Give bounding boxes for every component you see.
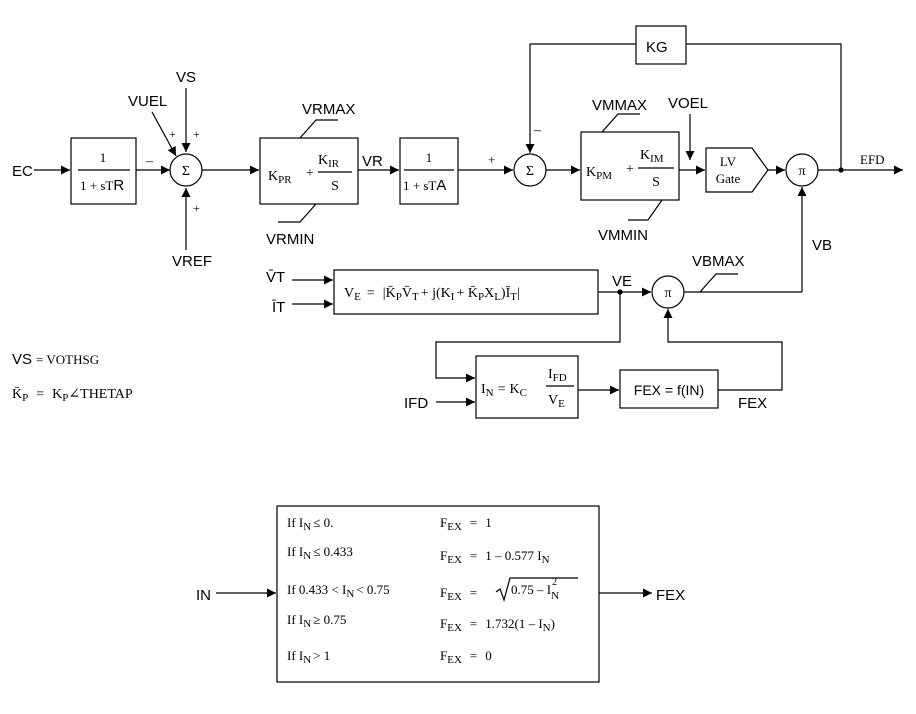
amplifier-lag-block: 1 1 + sTA <box>399 137 459 205</box>
kg-output-wire <box>525 43 636 153</box>
row3-formula-radicand: 0.75 – IN2 <box>511 577 559 602</box>
table-row-5: If IN> 1 FEX=0 <box>287 648 492 666</box>
in-denominator: VE <box>548 393 565 410</box>
vbmax-label: VBMAX <box>692 253 745 270</box>
row4-condition: If IN≥ 0.75 <box>287 612 346 630</box>
vmmax-label: VMMAX <box>592 97 647 114</box>
table-row-3: If 0.433 < IN< 0.75 FEX= 0.75 – IN2 <box>287 577 578 603</box>
vr-label: VR <box>362 153 383 170</box>
row3-sqrt-sign <box>495 577 578 602</box>
kir-term: KIR <box>318 153 340 170</box>
multiplier-efd-symbol: π <box>798 164 805 179</box>
kg-label: KG <box>646 39 668 56</box>
row3-formula-lhs: FEX= <box>440 585 477 603</box>
sum1-vuel-plus: + <box>169 127 176 141</box>
fex-table: If IN≤ 0. FEX=1 If IN≤ 0.433 FEX=1 – 0.5… <box>276 505 600 683</box>
table-in-label: IN <box>196 587 211 604</box>
lv-gate-block: LV Gate <box>705 147 769 193</box>
table-row-2: If IN≤ 0.433 FEX=1 – 0.577 IN <box>287 544 550 566</box>
row2-formula: FEX=1 – 0.577 IN <box>440 548 550 566</box>
vb-label: VB <box>812 237 832 254</box>
transducer-denominator: 1 + sTR <box>80 177 124 194</box>
vs-note: VS= VOTHSG <box>12 351 99 368</box>
kp-note: K̄P=KP∠THETAP <box>12 386 133 404</box>
multiplier-efd: π <box>785 153 819 187</box>
sum1-vs-plus: + <box>193 127 200 141</box>
multiplier-vb-symbol: π <box>664 286 671 301</box>
row5-formula: FEX=0 <box>440 648 492 666</box>
vrmin-label: VRMIN <box>266 231 314 248</box>
vuel-label: VUEL <box>128 93 167 110</box>
pm-reg-denominator: S <box>652 175 660 190</box>
table-row-4: If IN≥ 0.75 FEX=1.732(1 – IN) <box>287 612 555 634</box>
sum2-plus-sign: + <box>488 152 495 167</box>
ve-computation-block: VE=|K̄PV̄T+ j(KI+ K̄PXL)ĪT| <box>333 269 599 315</box>
efd-label: EFD <box>860 152 885 167</box>
vuel-wire <box>151 111 177 157</box>
lv-gate-line2: Gate <box>716 171 741 186</box>
sum2-feedback-minus: – <box>533 123 542 138</box>
in-lhs: IN=KC <box>481 382 527 399</box>
row3-condition: If 0.433 < IN< 0.75 <box>287 582 390 600</box>
ifd-label: IFD <box>404 395 428 412</box>
sum1-minus-sign: – <box>145 154 154 169</box>
kg-input-wire <box>686 43 842 170</box>
ve-to-in-wire <box>435 292 621 383</box>
summing-junction-2: Σ <box>513 153 547 187</box>
pi-reg-plus: + <box>306 166 314 181</box>
vbmax-limit-mark <box>699 273 738 293</box>
vs-label: VS <box>176 69 196 86</box>
vmmax-limit-mark <box>601 113 640 133</box>
kg-feedback-block: KG <box>635 25 687 65</box>
fex-output-label: FEX <box>738 395 767 412</box>
vref-label: VREF <box>172 253 212 270</box>
in-numerator: IFD <box>548 367 567 384</box>
transducer-block: 1 1 + sTR <box>70 137 137 205</box>
table-row-1: If IN≤ 0. FEX=1 <box>287 515 492 533</box>
transducer-numerator: 1 <box>100 150 107 165</box>
it-label: ĪT <box>272 299 285 316</box>
efd-junction-dot <box>838 167 844 173</box>
lag-numerator: 1 <box>426 150 433 165</box>
sum1-vref-plus: + <box>193 201 200 215</box>
pm-reg-plus: + <box>626 162 634 177</box>
lag-denominator: 1 + sTA <box>403 177 446 194</box>
vrmax-limit-mark <box>299 119 338 139</box>
lv-gate-line1: LV <box>720 154 737 169</box>
pi-reg-denominator: S <box>331 179 339 194</box>
voel-label: VOEL <box>668 95 708 112</box>
multiplier-vb: π <box>651 275 685 309</box>
ec-label: EC <box>12 163 33 180</box>
row1-condition: If IN≤ 0. <box>287 515 333 533</box>
fex-function-label: FEX = f(IN) <box>634 382 704 398</box>
voltage-regulator-block: KPR + KIR S <box>259 137 359 205</box>
ve-expression: VE=|K̄PV̄T+ j(KI+ K̄PXL)ĪT| <box>344 285 520 303</box>
vrmin-limit-mark <box>278 203 317 223</box>
row2-condition: If IN≤ 0.433 <box>287 544 353 562</box>
summing-junction-1: Σ <box>169 153 203 187</box>
kpr-term: KPR <box>268 169 292 186</box>
vmmin-limit-mark <box>628 199 663 221</box>
row4-formula: FEX=1.732(1 – IN) <box>440 616 555 634</box>
table-out-label: FEX <box>656 587 685 604</box>
vt-label: V̄T <box>266 269 285 286</box>
kim-term: KIM <box>640 148 664 165</box>
in-computation-block: IN=KC IFD VE <box>475 355 579 419</box>
inner-loop-regulator-block: KPM + KIM S <box>580 131 680 201</box>
fex-function-block: FEX = f(IN) <box>619 369 719 409</box>
sum2-symbol: Σ <box>526 164 534 179</box>
fex-feedback-wire <box>663 309 783 391</box>
sum1-symbol: Σ <box>182 164 190 179</box>
ve-label: VE <box>612 273 632 290</box>
row1-formula: FEX=1 <box>440 515 492 533</box>
vrmax-label: VRMAX <box>302 101 355 118</box>
row5-condition: If IN> 1 <box>287 648 330 666</box>
vmmin-label: VMMIN <box>598 227 648 244</box>
kpm-term: KPM <box>586 165 612 182</box>
